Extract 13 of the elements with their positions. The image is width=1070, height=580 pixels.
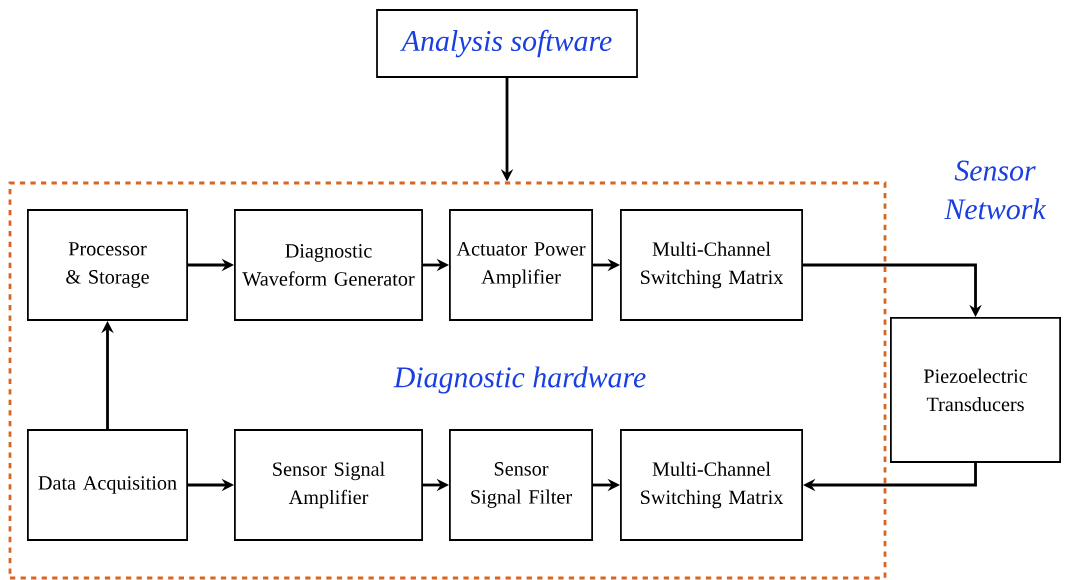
network-label: Sensor Network	[944, 160, 1047, 220]
group-title: Diagnostic hardware	[393, 366, 646, 394]
process-box: Actuator Power Amplifier	[449, 209, 593, 321]
process-box: Diagnostic Waveform Generator	[234, 209, 423, 321]
process-box: Multi-Channel Switching Matrix	[620, 429, 803, 541]
process-box: Sensor Signal Amplifier	[234, 429, 423, 541]
process-box: Processor & Storage	[27, 209, 188, 321]
process-box: Sensor Signal Filter	[449, 429, 593, 541]
process-box: Multi-Channel Switching Matrix	[620, 209, 803, 321]
process-box: Piezoelectric Transducers	[890, 317, 1061, 463]
process-box: Data Acquisition	[27, 429, 188, 541]
dashed-frame	[8, 181, 887, 580]
software-box: Analysis software	[376, 9, 638, 78]
